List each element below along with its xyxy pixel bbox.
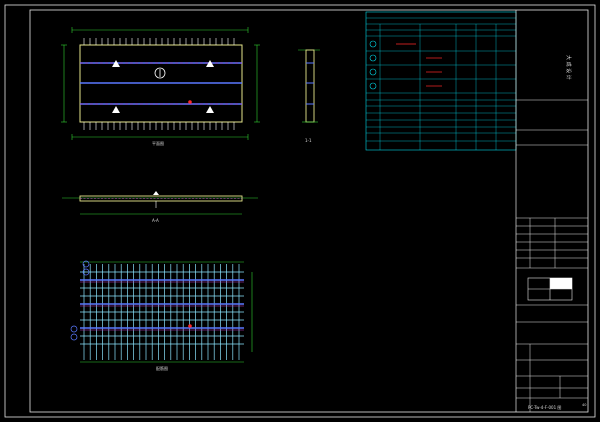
reinforcement-plan-view: 配筋图 <box>70 260 253 371</box>
section-aa-label: A-A <box>152 218 159 223</box>
title-block-rows <box>516 217 588 399</box>
title-block-company: 大 成 设 计 <box>565 55 572 80</box>
plan-rebar-ticks-top <box>83 38 235 45</box>
section-aa-view: A-A <box>62 191 258 223</box>
reinforcement-view-label: 配筋图 <box>156 365 168 371</box>
plan-view: 平面图 <box>61 27 260 146</box>
plan-rebar-ticks-bottom <box>83 122 235 130</box>
title-block: 大 成 设 计 PC-Tw-4-F-001 图 40 <box>515 10 588 412</box>
inner-border <box>29 9 589 413</box>
title-block-drawing-number: PC-Tw-4-F-001 图 <box>528 404 561 410</box>
outer-border <box>4 4 596 418</box>
rebar-grid-horizontal <box>80 271 244 345</box>
schedule-row-lines <box>366 17 516 142</box>
rebar-schedule-table <box>365 11 517 151</box>
side-section-view: 1-1 <box>298 49 320 143</box>
side-section-label: 1-1 <box>305 138 312 143</box>
schedule-column-lines <box>379 24 497 150</box>
plan-view-label: 平面图 <box>152 140 164 146</box>
page-number: 40 <box>582 403 586 407</box>
